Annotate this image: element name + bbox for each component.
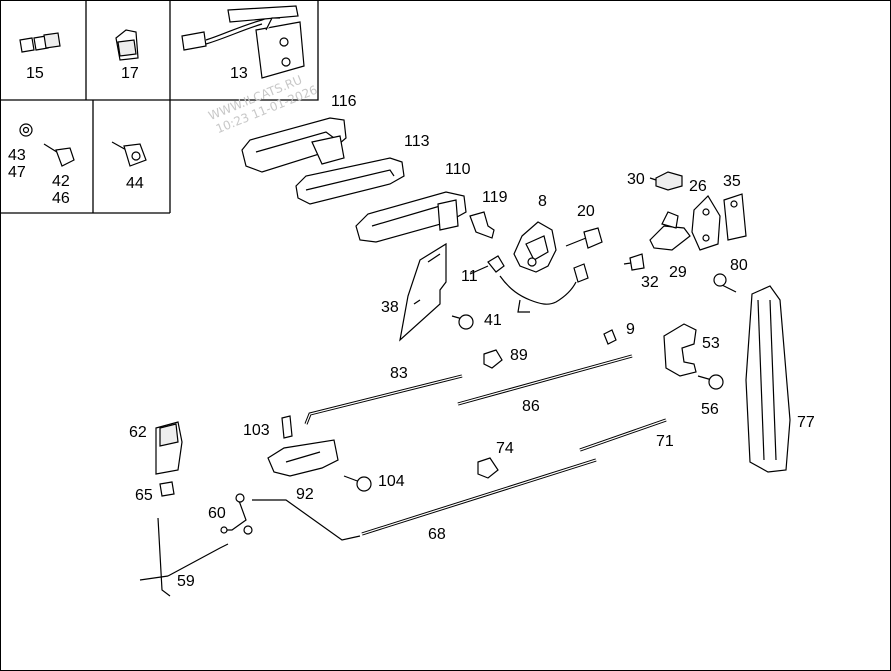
part-83-rod (304, 374, 463, 425)
callout-20: 20 (577, 203, 595, 220)
part-71-rod (579, 418, 667, 452)
part-62-housing (155, 421, 183, 475)
part-56-screw (697, 374, 724, 390)
part-92-inner-handle (267, 439, 339, 477)
part-59-rod (139, 517, 229, 597)
part-26-striker (649, 211, 691, 251)
callout-74: 74 (496, 440, 514, 457)
callout-47: 47 (8, 164, 26, 181)
callout-116: 116 (331, 93, 357, 110)
part-119-bracket (469, 211, 495, 239)
part-44-bolt (111, 141, 147, 167)
callout-65: 65 (135, 487, 153, 504)
callout-8: 8 (538, 193, 547, 210)
part-30-block (655, 171, 683, 191)
callout-43: 43 (8, 147, 26, 164)
callout-46: 46 (52, 190, 70, 207)
part-43-washer (19, 123, 33, 137)
part-65-pin (159, 481, 175, 497)
callout-11: 11 (461, 268, 478, 285)
callout-44: 44 (126, 175, 144, 192)
callout-77: 77 (797, 414, 815, 431)
part-20-bolt (565, 227, 603, 249)
callout-103: 103 (243, 422, 270, 439)
part-8-door-lock (487, 221, 589, 313)
part-38-cover (399, 242, 447, 342)
callout-35: 35 (723, 173, 741, 190)
inset-boxes (0, 1, 319, 214)
callout-30: 30 (627, 171, 645, 188)
part-80-screw (713, 273, 737, 293)
callout-68: 68 (428, 526, 446, 543)
callout-17: 17 (121, 65, 139, 82)
callout-56: 56 (701, 401, 719, 418)
part-110-handle-carrier (355, 191, 467, 243)
callout-42: 42 (52, 173, 70, 190)
part-17-clip (115, 29, 139, 61)
callout-104: 104 (378, 473, 405, 490)
callout-41: 41 (484, 312, 502, 329)
callout-38: 38 (381, 299, 399, 316)
part-13-door-switch (181, 5, 305, 79)
part-103-clip (281, 415, 293, 439)
callout-60: 60 (208, 505, 226, 522)
callout-71: 71 (656, 433, 674, 450)
callout-59: 59 (177, 573, 195, 590)
part-53-bracket (663, 323, 697, 377)
callout-89: 89 (510, 347, 528, 364)
part-68-rod (361, 458, 597, 536)
part-9-grommet (603, 329, 617, 345)
callout-13: 13 (230, 65, 248, 82)
callout-32: 32 (641, 274, 659, 291)
part-77-seal (745, 285, 791, 473)
part-113-gasket (295, 157, 405, 205)
part-15-clip (19, 32, 61, 53)
part-89-clip (483, 349, 503, 369)
callout-92: 92 (296, 486, 314, 503)
part-86-rod (457, 354, 633, 406)
callout-110: 110 (445, 161, 471, 178)
leader-lines (413, 177, 657, 305)
part-41-screw (451, 314, 474, 330)
part-104-screw (343, 475, 372, 492)
callout-119: 119 (482, 189, 508, 206)
part-116-outer-handle (241, 117, 347, 173)
callout-26: 26 (689, 178, 707, 195)
part-42-bolt (43, 143, 75, 167)
part-32-screw (623, 253, 645, 271)
callout-62: 62 (129, 424, 147, 441)
part-74-clip (477, 457, 499, 479)
callout-9: 9 (626, 321, 635, 338)
part-35-plate (723, 193, 747, 241)
callout-15: 15 (26, 65, 44, 82)
callout-83: 83 (390, 365, 408, 382)
callout-80: 80 (730, 257, 748, 274)
callout-29: 29 (669, 264, 687, 281)
callout-86: 86 (522, 398, 540, 415)
callout-53: 53 (702, 335, 720, 352)
callout-labels: 15 17 13 43 47 42 46 44 116 113 110 119 … (8, 65, 815, 590)
part-29-plate (691, 195, 721, 251)
part-60-lever (220, 493, 361, 541)
callout-113: 113 (404, 133, 430, 150)
